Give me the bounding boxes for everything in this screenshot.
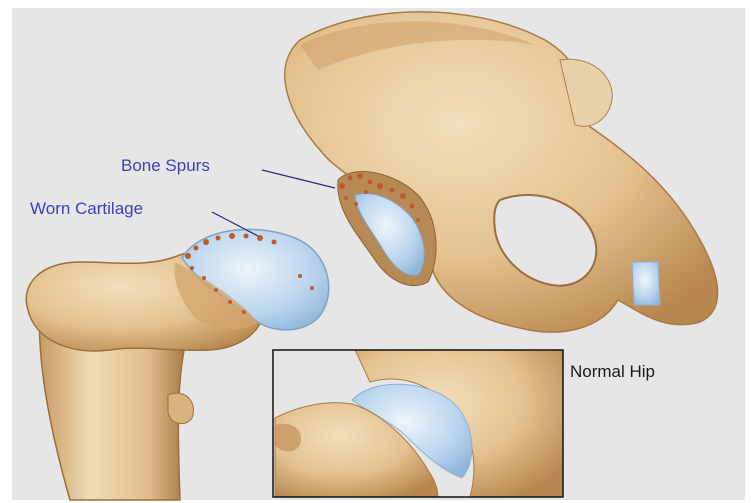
bone-spurs-label: Bone Spurs (121, 156, 210, 176)
normal-hip-inset (273, 350, 563, 497)
normal-hip-label: Normal Hip (570, 362, 655, 382)
worn-cartilage-label: Worn Cartilage (30, 199, 143, 219)
